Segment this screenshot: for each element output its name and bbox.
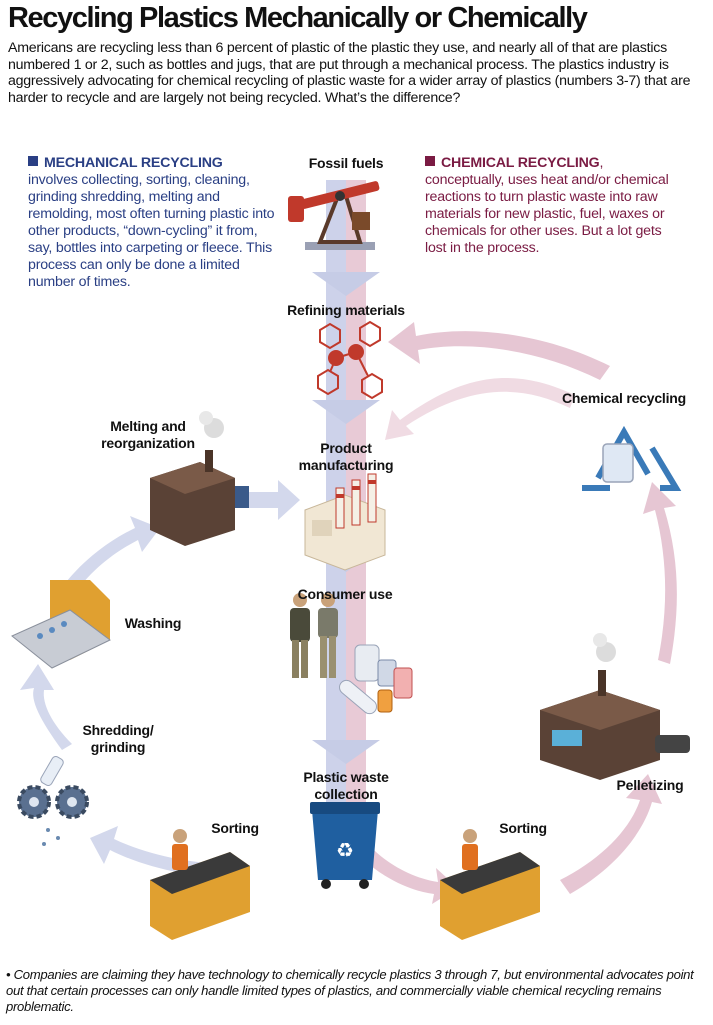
- label-melting-line2: reorganization: [101, 435, 195, 451]
- chemical-heading: CHEMICAL RECYCLING: [441, 155, 600, 171]
- chemical-square-icon: [425, 156, 435, 166]
- gears-icon: [17, 755, 89, 846]
- chemical-loop-arrows: [354, 322, 677, 904]
- label-waste-line1: Plastic waste: [303, 769, 389, 785]
- label-fossil-fuels: Fossil fuels: [308, 155, 384, 171]
- mechanical-body: involves collecting, sorting, cleaning, …: [28, 172, 275, 290]
- melting-machine-icon: [150, 411, 249, 546]
- label-product-line2: manufacturing: [298, 457, 394, 473]
- mechanical-loop-arrows: [20, 480, 300, 879]
- chemical-body: , conceptually, uses heat and/or chemica…: [425, 155, 669, 256]
- label-melting-reorganization: Melting and reorganization: [88, 418, 208, 452]
- label-chemical-recycling: Chemical recycling: [561, 390, 686, 406]
- label-product-manufacturing: Product manufacturing: [280, 440, 412, 474]
- mechanical-recycling-description: MECHANICAL RECYCLING involves collecting…: [28, 155, 276, 291]
- chemical-to-product-arrow: [385, 377, 575, 440]
- label-sorting-left: Sorting: [211, 820, 259, 836]
- mechanical-square-icon: [28, 156, 38, 166]
- svg-text:♻: ♻: [336, 838, 354, 862]
- label-pelletizing: Pelletizing: [616, 777, 684, 793]
- label-shredding-line2: grinding: [90, 739, 146, 755]
- molecule-icon: [317, 320, 383, 400]
- sorting-worker-icon-right: [440, 829, 540, 940]
- oil-pump-icon: [288, 181, 380, 250]
- label-melting-line1: Melting and: [110, 418, 186, 434]
- label-washing: Washing: [124, 615, 182, 631]
- factory-icon: [304, 473, 386, 571]
- pelletizer-icon: [540, 633, 690, 780]
- label-waste-line2: collection: [314, 786, 378, 802]
- sorting-worker-icon: [150, 829, 250, 940]
- page-title: Recycling Plastics Mechanically or Chemi…: [8, 2, 588, 34]
- label-plastic-waste-collection: Plastic waste collection: [286, 769, 406, 803]
- label-consumer-use: Consumer use: [297, 586, 393, 602]
- label-product-line1: Product: [320, 440, 372, 456]
- people-icon: [290, 593, 338, 678]
- label-shredding-grinding: Shredding/ grinding: [66, 722, 170, 756]
- washing-machine-icon: [11, 580, 111, 669]
- bottles-icon: [339, 644, 413, 715]
- label-shredding-line1: Shredding/: [82, 722, 154, 738]
- intro-text: Americans are recycling less than 6 perc…: [8, 40, 691, 106]
- mechanical-heading: MECHANICAL RECYCLING: [44, 155, 223, 171]
- recycling-bin-icon: ♻: [310, 802, 380, 889]
- recycle-icon: [582, 425, 682, 491]
- footnote: • Companies are claiming they have techn…: [6, 967, 694, 1014]
- label-sorting-right: Sorting: [499, 820, 547, 836]
- chemical-recycling-description: CHEMICAL RECYCLING, conceptually, uses h…: [425, 155, 685, 257]
- label-refining-materials: Refining materials: [287, 302, 405, 318]
